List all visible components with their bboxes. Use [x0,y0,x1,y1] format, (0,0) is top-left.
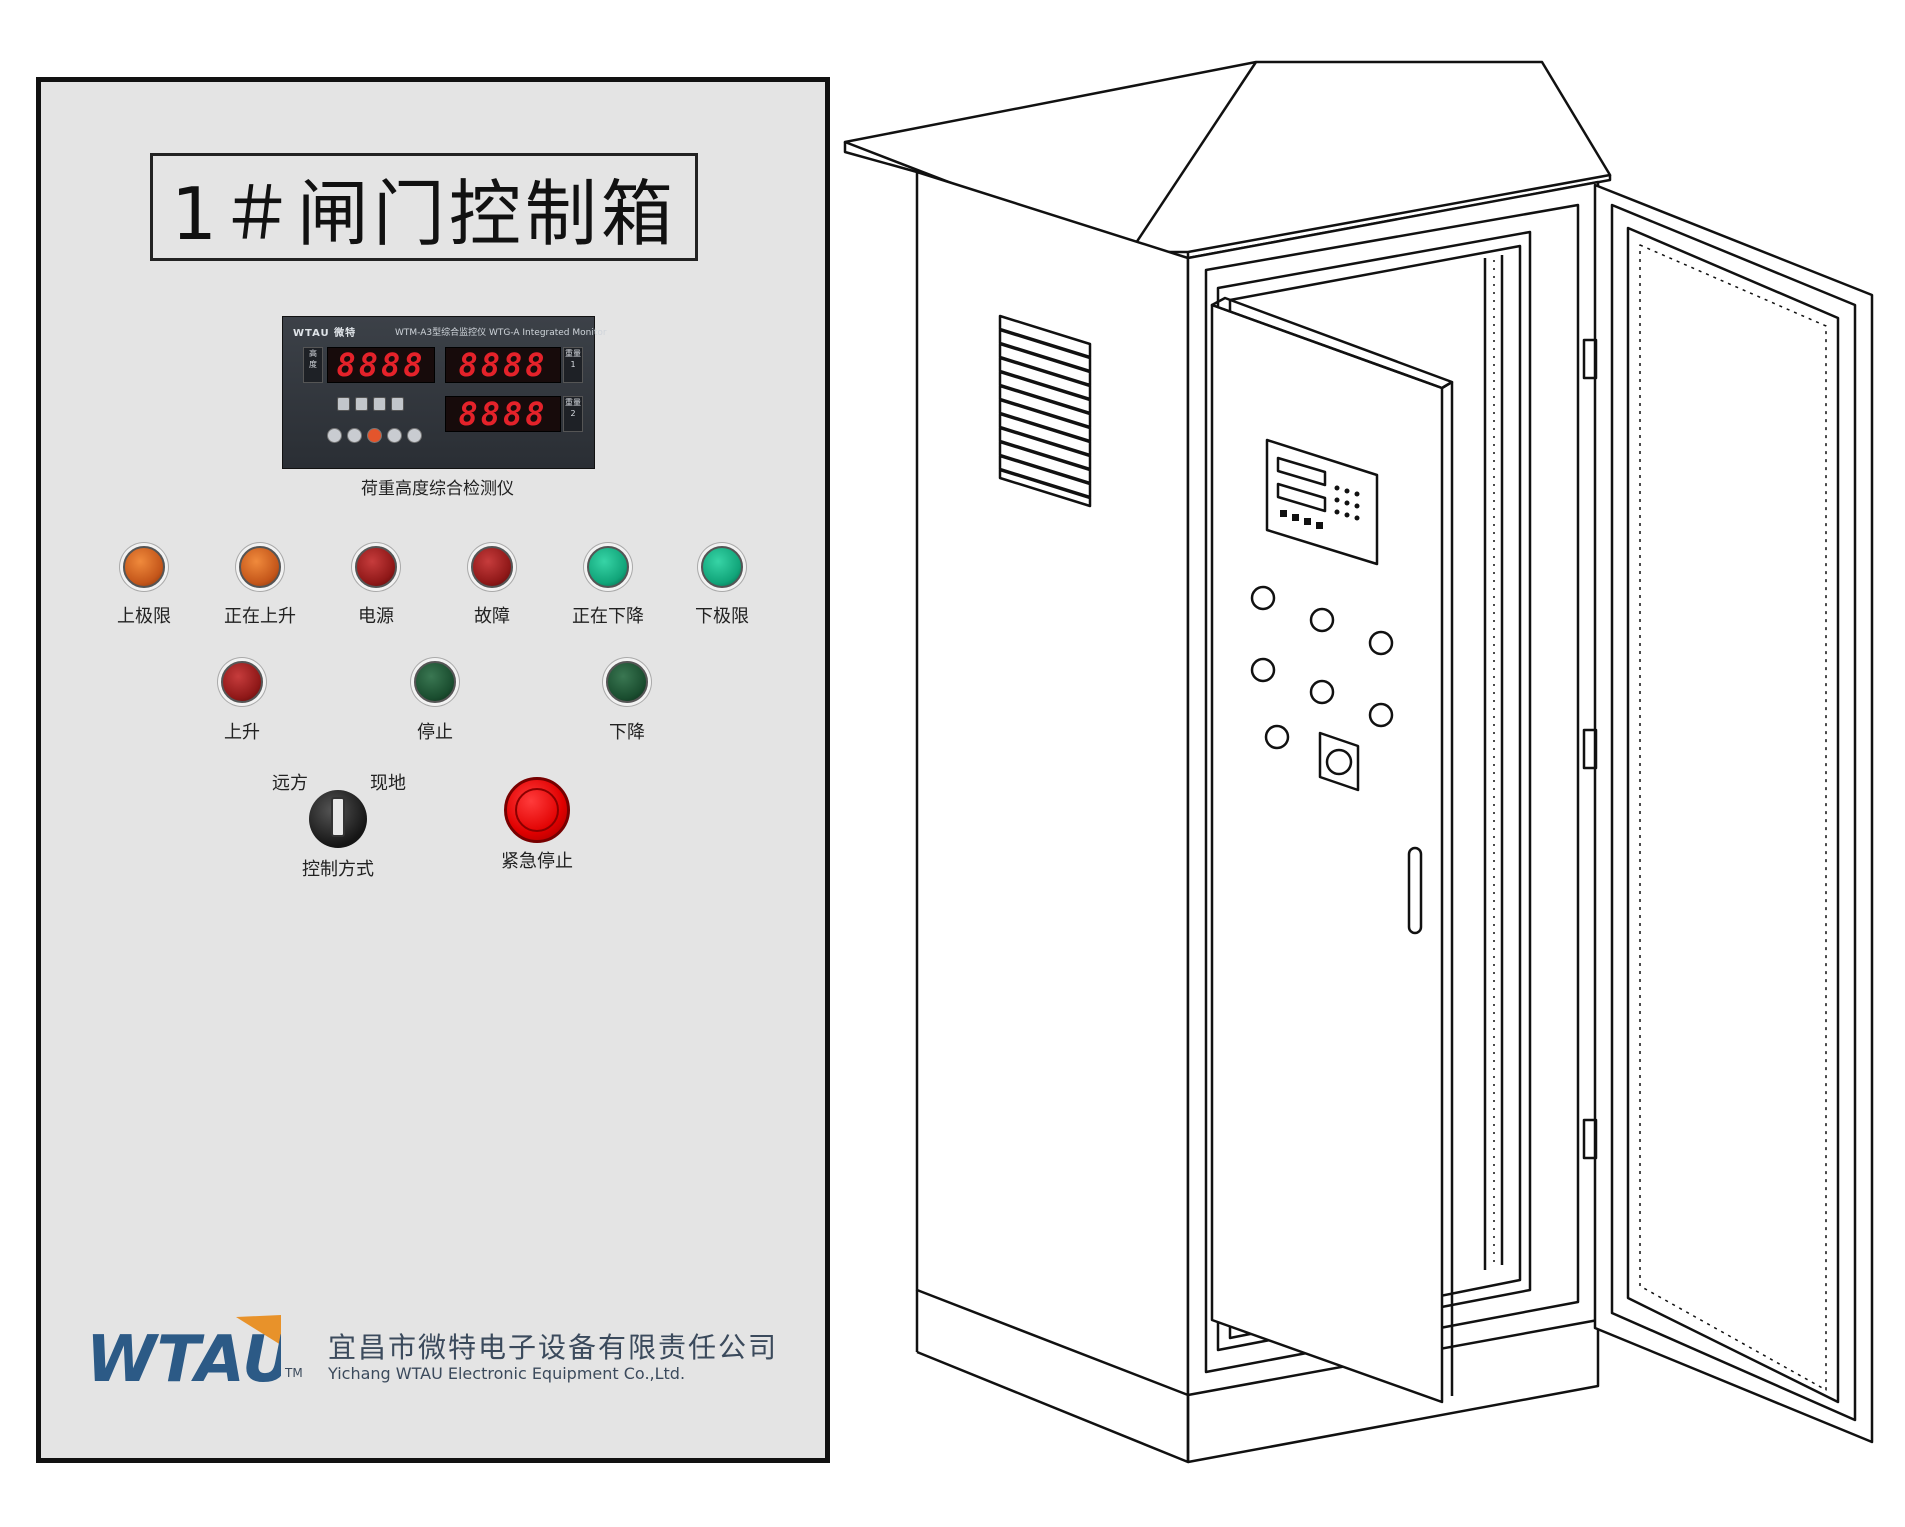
lower-limit-label: 下极限 [695,606,749,627]
instrument-key[interactable] [367,428,382,443]
power-lamp [355,546,397,588]
emergency-stop-ring [515,788,559,832]
open-door [1593,183,1874,1444]
lowering-lamp [587,546,629,588]
power-label: 电源 [358,606,394,627]
mini-display [1276,456,1327,487]
control-panel-front [36,77,830,1463]
height-display: 8888 [327,347,435,383]
mini-lamp [1250,657,1276,683]
roof-edge [843,142,918,174]
selector-handle[interactable] [331,797,345,837]
raise-button[interactable] [221,661,263,703]
mini-lamp [1309,679,1335,705]
stop-button[interactable] [414,661,456,703]
weight-1-display: 8888 [445,347,561,383]
ventilation-louvers [998,314,1092,508]
door-handle [1407,846,1423,935]
lower-limit-lamp [701,546,743,588]
mini-lamp [1264,724,1290,750]
control-mode-label: 控制方式 [302,859,374,880]
remote-label: 远方 [272,773,308,794]
weight-1-tag: 重量 1 [563,347,583,383]
instrument-key[interactable] [407,428,422,443]
mini-display [1276,482,1327,513]
height-tag: 高 度 [303,347,323,383]
instrument-key[interactable] [327,428,342,443]
mini-lamp [1309,607,1335,633]
inner-panel-edge [1441,380,1453,390]
lower-label: 下降 [609,722,645,743]
raise-label: 上升 [224,722,260,743]
instrument-indicator [355,397,368,411]
roof-ridge [1128,61,1258,253]
door-gasket-outer [1610,203,1857,1422]
hinge [1582,1118,1598,1160]
mini-keypad [1280,485,1360,529]
hinge [1582,728,1598,770]
company-name-en: Yichang WTAU Electronic Equipment Co.,Lt… [328,1364,686,1383]
upper-limit-label: 上极限 [117,606,171,627]
mini-selector [1318,731,1360,792]
upper-limit-lamp [123,546,165,588]
instrument-indicator [373,397,386,411]
instrument-indicator [337,397,350,411]
instrument-indicator [391,397,404,411]
door-opening [1204,203,1580,1374]
control-mode-selector-switch[interactable] [309,790,367,848]
instrument-model: WTM-A3型综合监控仪 WTG-A Integrated Monitor [395,328,607,338]
weight-2-display: 8888 [445,396,561,432]
fault-lamp [471,546,513,588]
stop-label: 停止 [417,722,453,743]
lowering-label: 正在下降 [572,606,644,627]
mini-lamp [1368,702,1394,728]
local-label: 现地 [370,773,406,794]
fault-label: 故障 [474,606,510,627]
door-gasket-inner [1626,226,1840,1404]
logo-trademark: TM [285,1366,303,1380]
instrument-key[interactable] [387,428,402,443]
cabinet-isometric-drawing [843,60,1874,1464]
logo-accent-shape [236,1315,281,1345]
door-gasket-dots [1639,244,1827,1391]
cabinet-left-side [915,170,1190,1397]
instrument-footer [473,447,583,457]
company-name-cn: 宜昌市微特电子设备有限责任公司 [328,1331,779,1364]
rising-label: 正在上升 [224,606,296,627]
panel-title: 1＃闸门控制箱 [150,153,698,261]
instrument-brand: WTAU 微特 [293,328,357,339]
instrument-key[interactable] [347,428,362,443]
mini-instrument [1265,438,1379,566]
logo-wordmark: WTAU [86,1323,281,1385]
emergency-stop-label: 紧急停止 [501,851,573,872]
mini-selector-knob [1325,748,1353,776]
hinge [1582,338,1598,380]
emergency-stop-button[interactable] [504,777,570,843]
mini-lamp [1368,630,1394,656]
weight-2-tag: 重量 2 [563,396,583,432]
instrument-caption: 荷重高度综合检测仪 [361,479,514,499]
plinth-front [1187,1320,1600,1464]
mini-lamp [1250,585,1276,611]
rising-lamp [239,546,281,588]
wtau-logo: WTAU [86,1315,281,1385]
inner-swing-panel [1210,303,1444,1404]
lower-button[interactable] [606,661,648,703]
load-height-monitor: WTAU 微特 WTM-A3型综合监控仪 WTG-A Integrated Mo… [282,316,607,469]
